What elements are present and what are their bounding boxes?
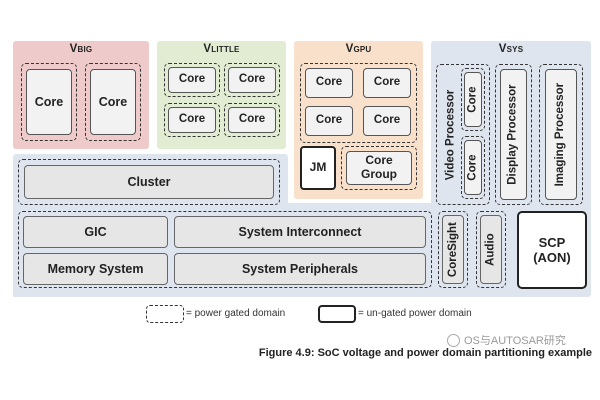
imaging-processor-block: Imaging Processor [545, 69, 577, 200]
little-core-2: Core [228, 67, 276, 93]
vgpu-title-main: V [345, 43, 354, 55]
cluster-block: Cluster [24, 165, 274, 199]
gpu-core-1: Core [305, 68, 353, 98]
scp-aon-label: (AON) [533, 250, 571, 265]
vsys-title: VSYS [431, 43, 591, 55]
system-interconnect-block: System Interconnect [174, 216, 426, 248]
scp-block: SCP (AON) [517, 211, 587, 289]
legend-power-gated-text: = power gated domain [186, 308, 286, 319]
video-processor-power-domain [436, 64, 490, 205]
big-core-1: Core [26, 69, 72, 135]
little-core-2-power-domain [224, 63, 280, 97]
big-core-2: Core [90, 69, 136, 135]
vlittle-title-main: V [203, 43, 212, 55]
little-core-4-power-domain [224, 103, 280, 137]
system-power-domain [18, 211, 432, 288]
little-core-1: Core [168, 67, 216, 93]
core-group-block: Core Group [346, 151, 412, 185]
little-core-3: Core [168, 107, 216, 133]
vgpu-domain: VGPU Core Core Core Core JM Core Group [294, 41, 423, 199]
memory-system-block: Memory System [23, 253, 168, 285]
system-peripherals-block: System Peripherals [174, 253, 426, 285]
cluster-power-domain [18, 159, 280, 205]
video-core-2-power-domain [461, 136, 485, 199]
vlittle-title-sub: LITTLE [211, 45, 240, 54]
audio-power-domain [476, 211, 506, 288]
vbig-domain: VBIG Core Core [13, 41, 149, 149]
vbig-title-sub: BIG [77, 45, 93, 54]
gic-block: GIC [23, 216, 168, 248]
core-group-power-domain [341, 146, 417, 190]
legend-ungated-text: = un-gated power domain [358, 308, 472, 319]
coresight-power-domain [438, 211, 468, 288]
video-core-1-label: Core [466, 86, 479, 113]
video-processor-label: Video Processor [444, 89, 456, 180]
vlittle-domain: VLITTLE Core Core Core Core [157, 41, 286, 149]
gpu-core-2: Core [363, 68, 411, 98]
big-core-1-power-domain [21, 63, 77, 141]
display-processor-block: Display Processor [500, 69, 527, 200]
vsys-title-main: V [498, 43, 507, 55]
coresight-block: CoreSight [442, 215, 464, 284]
gpu-core-3: Core [305, 106, 353, 136]
audio-block: Audio [480, 215, 502, 284]
big-core-2-power-domain [85, 63, 141, 141]
vgpu-title: VGPU [294, 43, 423, 55]
little-core-3-power-domain [164, 103, 220, 137]
video-core-1-power-domain [461, 68, 485, 131]
video-processor-label-box: Video Processor [440, 68, 460, 201]
video-core-1: Core [464, 72, 482, 127]
imaging-processor-label: Imaging Processor [554, 82, 567, 187]
figure-caption: Figure 4.9: SoC voltage and power domain… [258, 347, 592, 359]
vbig-title-main: V [69, 43, 78, 55]
little-core-4: Core [228, 107, 276, 133]
scp-label: SCP [538, 235, 566, 250]
video-core-2-label: Core [466, 154, 479, 181]
vsys-title-sub: SYS [506, 45, 524, 54]
watermark: OS与AUTOSAR研究 [447, 332, 566, 348]
vgpu-title-sub: GPU [353, 45, 372, 54]
video-core-2: Core [464, 140, 482, 195]
little-core-1-power-domain [164, 63, 220, 97]
gpu-core-4: Core [363, 106, 411, 136]
coresight-label: CoreSight [446, 222, 459, 277]
legend-ungated-swatch [318, 305, 356, 323]
audio-label: Audio [484, 233, 497, 266]
imaging-processor-power-domain [539, 64, 583, 205]
jm-block: JM [300, 146, 336, 190]
display-processor-label: Display Processor [506, 84, 519, 185]
display-processor-power-domain [495, 64, 532, 205]
watermark-icon [447, 333, 460, 347]
vbig-title: VBIG [13, 43, 149, 55]
legend-power-gated-swatch [146, 305, 184, 323]
watermark-text: OS与AUTOSAR研究 [464, 335, 566, 347]
vlittle-title: VLITTLE [157, 43, 286, 55]
gpu-cores-power-domain [300, 63, 417, 143]
